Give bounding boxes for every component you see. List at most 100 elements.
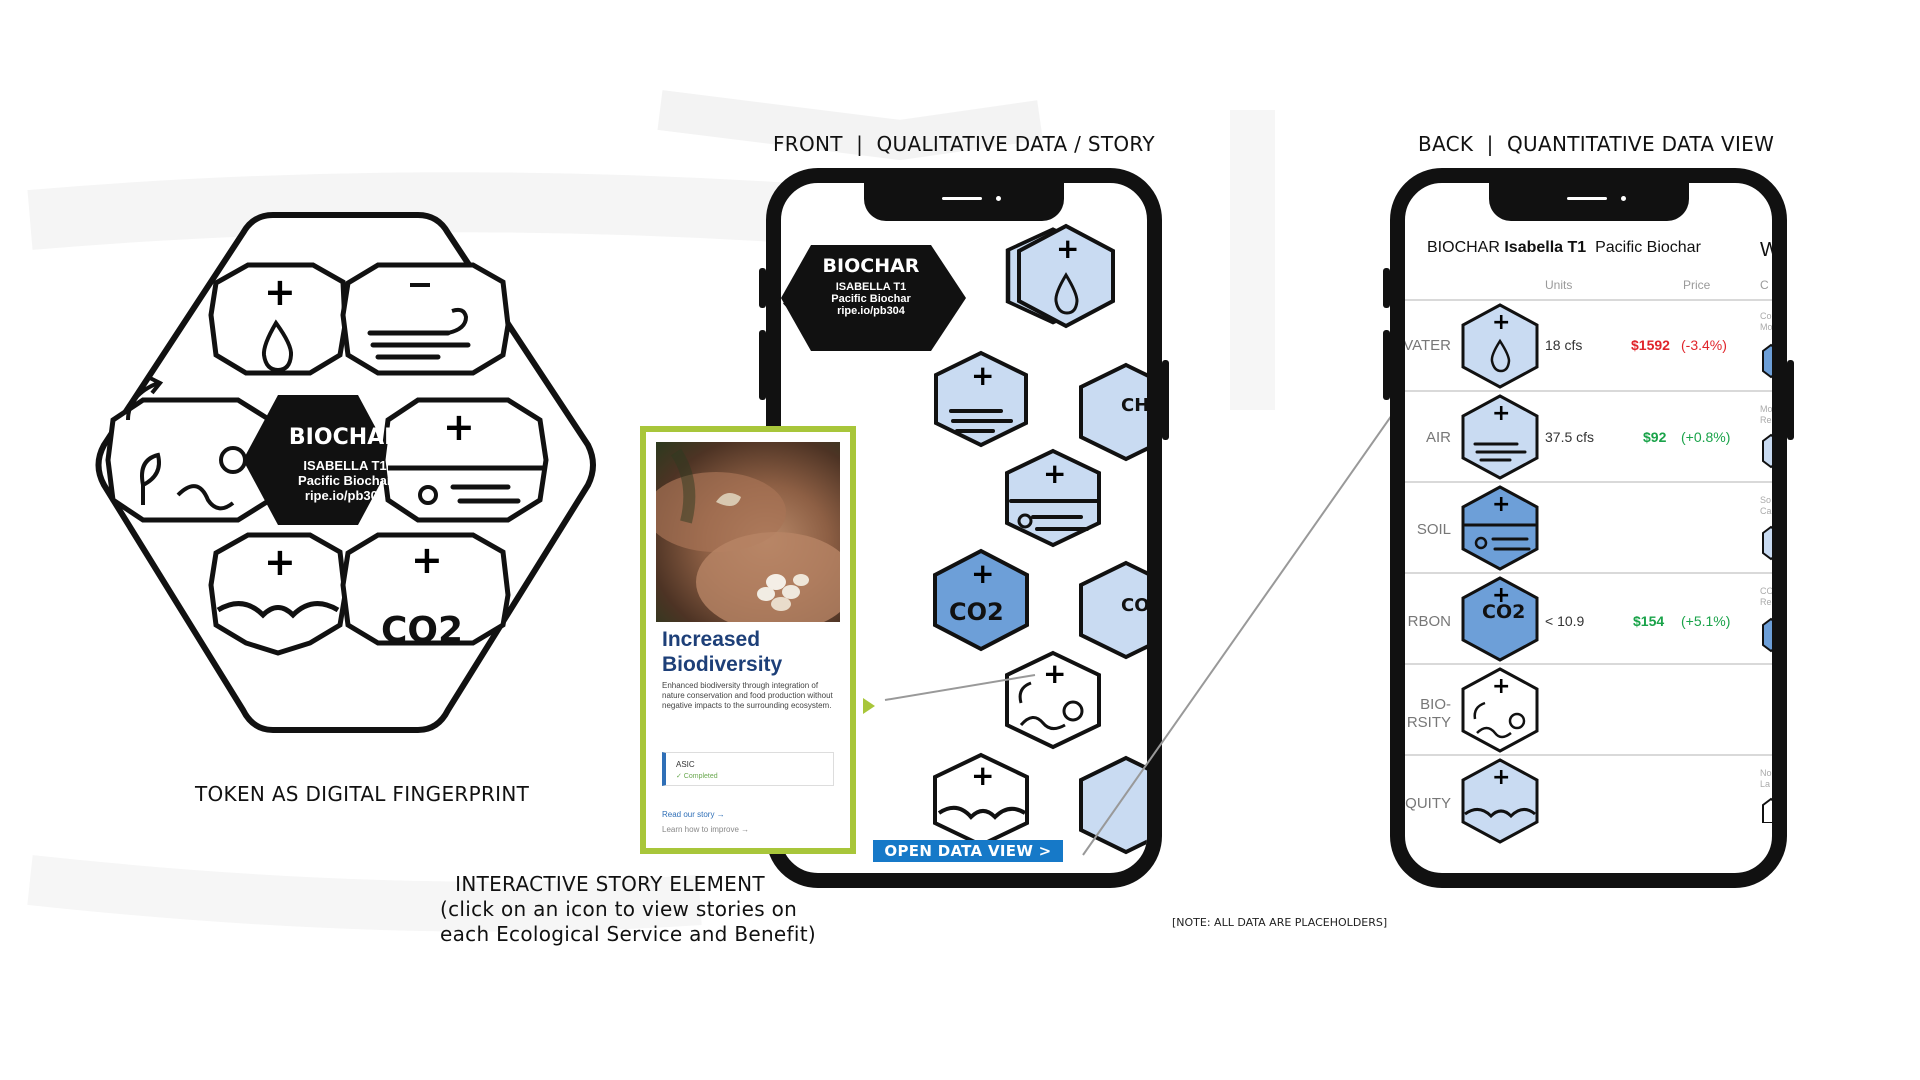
row-units: 18 cfs	[1545, 337, 1583, 353]
row-change: (+5.1%)	[1681, 613, 1731, 629]
clip-label: La	[1760, 779, 1771, 789]
token-badge-line1: ISABELLA T1	[303, 458, 387, 473]
co2-hex-icon[interactable]: +	[340, 532, 511, 646]
clipped-hex-column	[1762, 343, 1772, 823]
front-water-hex-overlay[interactable]: +	[1011, 223, 1121, 333]
svg-text:+: +	[1043, 657, 1066, 690]
back-header: BIOCHAR Isabella T1 Pacific Biochar	[1427, 239, 1772, 257]
story-status-value: ✓ Completed	[676, 773, 718, 780]
row-units: < 10.9	[1545, 613, 1585, 629]
story-caption-line1: INTERACTIVE STORY ELEMENT	[455, 872, 765, 896]
back-hex-column: + + + + + +	[1461, 303, 1539, 844]
clip-label: Co	[1760, 311, 1772, 321]
svg-text:+: +	[971, 557, 994, 590]
row-price: $154	[1633, 613, 1665, 629]
back-header-prefix: BIOCHAR	[1427, 239, 1500, 256]
back-water-hex-icon[interactable]: +	[1461, 303, 1539, 389]
back-co2-label: CO2	[1482, 601, 1526, 623]
story-improve-link[interactable]: Learn how to improve →	[662, 825, 750, 834]
svg-text:+: +	[264, 270, 296, 314]
row-label-2: RSITY	[1406, 714, 1451, 731]
row-change: (+0.8%)	[1681, 429, 1731, 445]
hands-seeds-image	[656, 448, 840, 622]
row-label: RBON	[1407, 613, 1451, 630]
row-label: BIO-	[1420, 696, 1451, 713]
row-units: 37.5 cfs	[1545, 429, 1595, 445]
back-air-hex-icon[interactable]: +	[1461, 394, 1539, 480]
story-caption: INTERACTIVE STORY ELEMENT (click on an i…	[440, 872, 816, 947]
token-caption: TOKEN AS DIGITAL FINGERPRINT	[195, 782, 530, 806]
story-title: Increased Biodiversity	[662, 628, 783, 676]
equity-hex-icon[interactable]: +	[208, 532, 348, 656]
back-header-company: Pacific Biochar	[1595, 239, 1701, 256]
open-data-view-button[interactable]: OPEN DATA VIEW >	[873, 840, 1063, 862]
back-equity-hex-icon[interactable]: +	[1461, 758, 1539, 844]
clip-label: Mo	[1760, 322, 1773, 332]
front-clipped-hex-3[interactable]	[1079, 755, 1147, 855]
svg-text:+: +	[1492, 583, 1510, 608]
back-co2-hex-icon[interactable]: +	[1461, 576, 1539, 662]
svg-text:+: +	[971, 359, 994, 392]
svg-text:+: +	[1492, 310, 1510, 335]
front-heading: FRONT | QUALITATIVE DATA / STORY	[773, 132, 1155, 156]
back-biodiversity-hex-icon[interactable]: +	[1461, 667, 1539, 753]
back-soil-hex-icon[interactable]: +	[1461, 485, 1539, 571]
svg-text:+: +	[1492, 765, 1510, 790]
front-clipped-ch: CH	[1121, 395, 1150, 416]
svg-text:+: +	[1492, 674, 1510, 699]
clip-label: No	[1760, 768, 1772, 778]
svg-text:+: +	[411, 538, 443, 582]
biodiversity-hex-icon[interactable]	[105, 375, 276, 523]
story-description: Enhanced biodiversity through integratio…	[662, 681, 833, 710]
story-caption-line2: (click on an icon to view stories on	[440, 897, 798, 921]
front-badge-line1: ISABELLA T1	[835, 281, 907, 293]
back-phone: BIOCHAR Isabella T1 Pacific Biochar W Un…	[1390, 168, 1787, 888]
back-header-name: Isabella T1	[1504, 239, 1587, 256]
svg-text:+: +	[1043, 457, 1066, 490]
front-air-hex-icon[interactable]: +	[934, 350, 1028, 448]
token-badge-line3: ripe.io/pb304	[304, 488, 386, 503]
clip-label: Mo	[1760, 404, 1773, 414]
back-header-clipped: W	[1760, 239, 1779, 261]
story-read-link[interactable]: Read our story →	[662, 810, 725, 819]
row-label: VATER	[1403, 337, 1451, 354]
phone-notch-back	[1488, 183, 1689, 221]
water-hex-icon[interactable]: +	[208, 262, 348, 376]
col-price: Price	[1683, 278, 1711, 292]
front-equity-hex-icon[interactable]: +	[933, 752, 1029, 848]
svg-text:+: +	[971, 759, 994, 792]
front-clipped-hex-1[interactable]	[1079, 362, 1147, 462]
story-card[interactable]: Increased Biodiversity Enhanced biodiver…	[640, 426, 856, 854]
story-photo	[656, 442, 840, 622]
back-heading: BACK | QUANTITATIVE DATA VIEW	[1418, 132, 1775, 156]
air-hex-icon[interactable]	[340, 262, 511, 376]
svg-text:+: +	[1056, 232, 1079, 265]
clip-label: Ca	[1760, 506, 1772, 516]
row-price: $92	[1643, 429, 1667, 445]
soil-hex-icon[interactable]: +	[380, 397, 549, 523]
front-badge-shape	[781, 245, 966, 351]
token-badge-title: BIOCHAR	[288, 425, 402, 450]
center-badge-shape	[243, 395, 393, 525]
token-fingerprint: + + + +	[95, 212, 596, 733]
row-label: AIR	[1425, 429, 1451, 446]
clip-label: Re	[1760, 415, 1772, 425]
clip-label: Re	[1760, 597, 1772, 607]
front-soil-hex-icon[interactable]: +	[1005, 448, 1101, 548]
svg-text:+: +	[1492, 492, 1510, 517]
phone-notch	[864, 183, 1064, 221]
story-status-title: ASIC	[676, 760, 695, 769]
token-badge-line2: Pacific Biochar	[298, 473, 392, 488]
clip-label: CO	[1760, 586, 1774, 596]
front-badge-title: BIOCHAR	[822, 255, 920, 277]
front-clipped-hex-2[interactable]	[1079, 560, 1147, 660]
front-co2-hex-icon[interactable]: +	[933, 548, 1029, 652]
svg-text:+: +	[264, 540, 296, 584]
story-caption-line3: each Ecological Service and Benefit)	[440, 922, 816, 946]
svg-text:+: +	[1492, 401, 1510, 426]
front-clipped-co: CO	[1121, 595, 1150, 616]
col-clipped: C	[1760, 278, 1769, 292]
col-units: Units	[1545, 278, 1573, 292]
story-status-box: ASIC ✓ Completed	[662, 752, 834, 786]
